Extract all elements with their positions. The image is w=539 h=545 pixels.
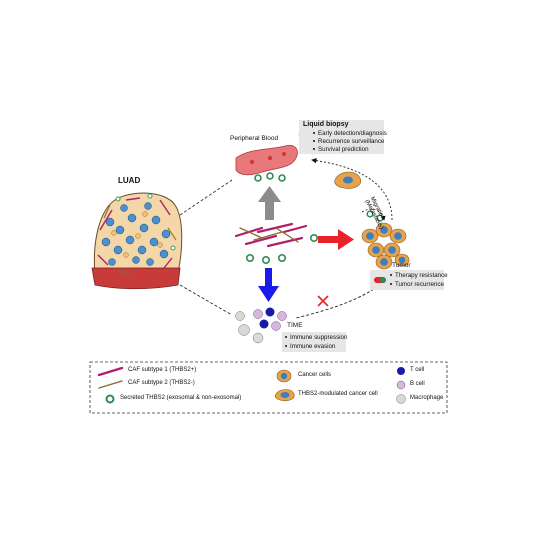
legend-t-cell-label: T cell [410, 367, 425, 373]
liquid-biopsy-item-text: Recurrence surveillance [318, 138, 385, 145]
liquid-biopsy-title: Liquid biopsy [303, 121, 349, 128]
tumor-label: Tumor [392, 262, 411, 269]
tumor-outcome-text: Therapy resistance [395, 272, 448, 279]
thbs2-rings-blood [254, 172, 286, 182]
legend-box [89, 361, 448, 414]
legend-caf1-label: CAF subtype 1 (THBS2+) [128, 367, 197, 373]
legend-caf2-label: CAF subtype 2 (THBS2-) [128, 380, 195, 386]
tumor-cluster-illustration [361, 222, 410, 270]
blood-vessel-illustration [235, 144, 298, 176]
arrow-gray-up [258, 186, 281, 220]
liquid-biopsy-item-text: Survival prediction [318, 146, 369, 153]
arrow-blue-down [258, 268, 279, 302]
time-outcome-item: Immune evasion [285, 342, 335, 351]
tumor-outcome-item: Tumor recurrence [390, 280, 444, 289]
legend-b-cell-label: B cell [410, 381, 425, 387]
legend-t-cell-icon [397, 367, 405, 375]
luad-label: LUAD [118, 176, 141, 185]
time-outcome-text: Immune suppression [290, 334, 348, 341]
tumor-outcome-text: Tumor recurrence [395, 281, 444, 288]
legend-cancer-cells-label: Cancer cells [298, 372, 332, 378]
arrow-red-right [318, 229, 354, 250]
time-outcomes-box: Immune suppression Immune evasion [282, 332, 347, 352]
tumor-box-pill-icon [374, 277, 386, 283]
legend-thbs2-icon [105, 394, 115, 404]
legend-macrophage-icon [396, 394, 406, 404]
liquid-biopsy-item: Survival prediction [313, 145, 369, 154]
liquid-biopsy-box: Liquid biopsy Early detection/diagnosis … [299, 120, 387, 154]
time-outcome-text: Immune evasion [290, 343, 336, 350]
legend-thbs2-cancer-icon [274, 389, 295, 402]
legend-caf2-icon [98, 380, 123, 389]
legend-b-cell-icon [396, 380, 406, 390]
secretion-to-tumor-arrow [361, 208, 386, 221]
legend-thbs2-cancer-label: THBS2-modulated cancer cell [298, 391, 378, 397]
liquid-biopsy-item: Early detection/diagnosis [313, 129, 387, 138]
migrating-cancer-cell [334, 171, 362, 189]
immune-cells-illustration [235, 307, 287, 344]
tumor-outcome-item: Therapy resistance [390, 271, 448, 280]
caf-cluster-illustration [234, 222, 308, 248]
legend-macrophage-label: Macrophage [410, 395, 444, 401]
liquid-biopsy-item: Recurrence surveillance [313, 137, 384, 146]
migration-arrow [311, 157, 393, 221]
peripheral-blood-label: Peripheral Blood [230, 135, 279, 142]
luad-tissue-illustration [91, 192, 183, 290]
tumor-outcomes-box: Therapy resistance Tumor recurrence [370, 270, 448, 290]
luad-to-time-connector [179, 284, 233, 316]
time-label: TIME [287, 322, 303, 329]
legend-caf1-icon [97, 366, 124, 377]
legend-secreted-label: Secreted THBS2 (exosomal & non-exosomal) [120, 395, 242, 401]
time-outcome-item: Immune suppression [285, 333, 347, 342]
inhibition-cross [317, 295, 329, 307]
luad-to-blood-connector [179, 179, 233, 216]
thbs2-rings-center [246, 234, 318, 264]
legend-cancer-cell-icon [276, 369, 292, 383]
liquid-biopsy-item-text: Early detection/diagnosis [318, 130, 387, 137]
